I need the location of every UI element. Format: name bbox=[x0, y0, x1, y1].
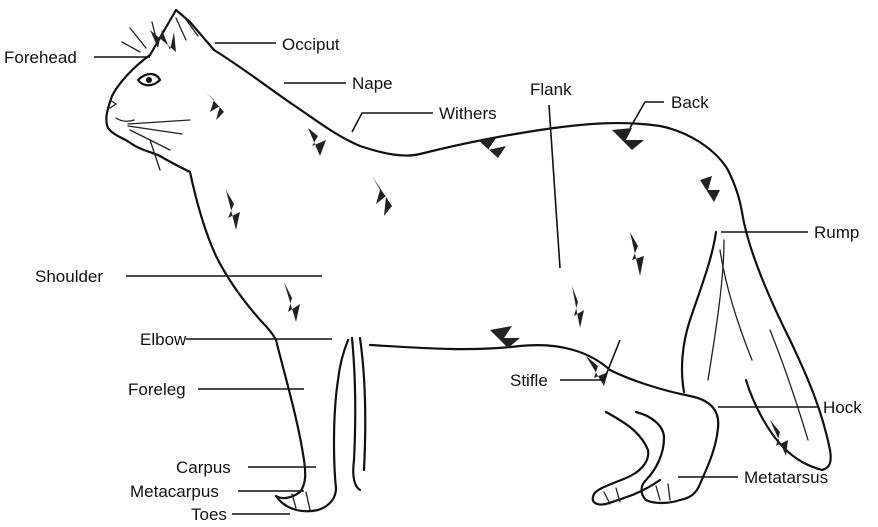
label-withers: Withers bbox=[439, 104, 497, 123]
cat-illustration bbox=[106, 10, 830, 511]
label-carpus: Carpus bbox=[176, 458, 231, 477]
leader-flank bbox=[549, 105, 560, 268]
label-toes: Toes bbox=[191, 505, 227, 524]
label-shoulder: Shoulder bbox=[35, 267, 103, 286]
label-occiput: Occiput bbox=[282, 35, 340, 54]
label-elbow: Elbow bbox=[140, 330, 187, 349]
leader-withers bbox=[352, 113, 433, 132]
label-foreleg: Foreleg bbox=[128, 380, 186, 399]
label-rump: Rump bbox=[814, 223, 859, 242]
label-metatarsus: Metatarsus bbox=[744, 468, 828, 487]
label-flank: Flank bbox=[530, 80, 572, 99]
label-forehead: Forehead bbox=[4, 48, 77, 67]
label-metacarpus: Metacarpus bbox=[130, 482, 219, 501]
labels: Forehead Occiput Nape Withers Flank Back… bbox=[4, 35, 862, 524]
label-nape: Nape bbox=[352, 74, 393, 93]
label-hock: Hock bbox=[823, 398, 862, 417]
label-stifle: Stifle bbox=[510, 371, 548, 390]
label-back: Back bbox=[671, 93, 709, 112]
